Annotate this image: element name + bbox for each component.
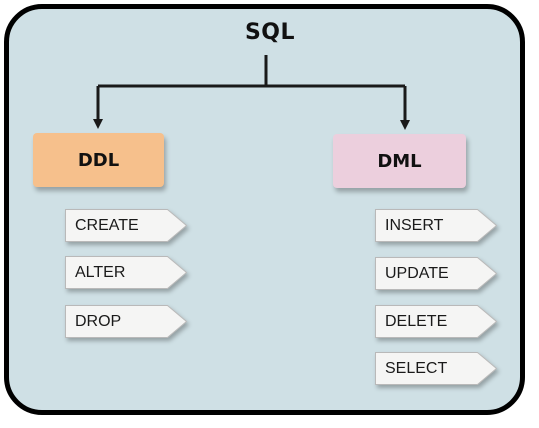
root-node-sql: SQL xyxy=(244,20,296,45)
dml-command-insert: INSERT xyxy=(375,209,497,242)
tag-label: UPDATE xyxy=(385,265,449,282)
tag-label: INSERT xyxy=(385,217,444,234)
dml-command-delete: DELETE xyxy=(375,305,497,338)
ddl-category-box: DDL xyxy=(33,133,164,187)
dml-category-box: DML xyxy=(333,134,466,188)
ddl-command-drop: DROP xyxy=(65,305,187,338)
tag-label: CREATE xyxy=(75,217,139,234)
dml-command-select: SELECT xyxy=(375,352,497,385)
dml-command-update: UPDATE xyxy=(375,257,497,290)
tag-label: ALTER xyxy=(75,264,126,281)
tag-label: DROP xyxy=(75,313,122,330)
ddl-command-alter: ALTER xyxy=(65,256,187,289)
tag-label: SELECT xyxy=(385,360,448,377)
ddl-command-create: CREATE xyxy=(65,209,187,242)
tag-label: DELETE xyxy=(385,313,448,330)
